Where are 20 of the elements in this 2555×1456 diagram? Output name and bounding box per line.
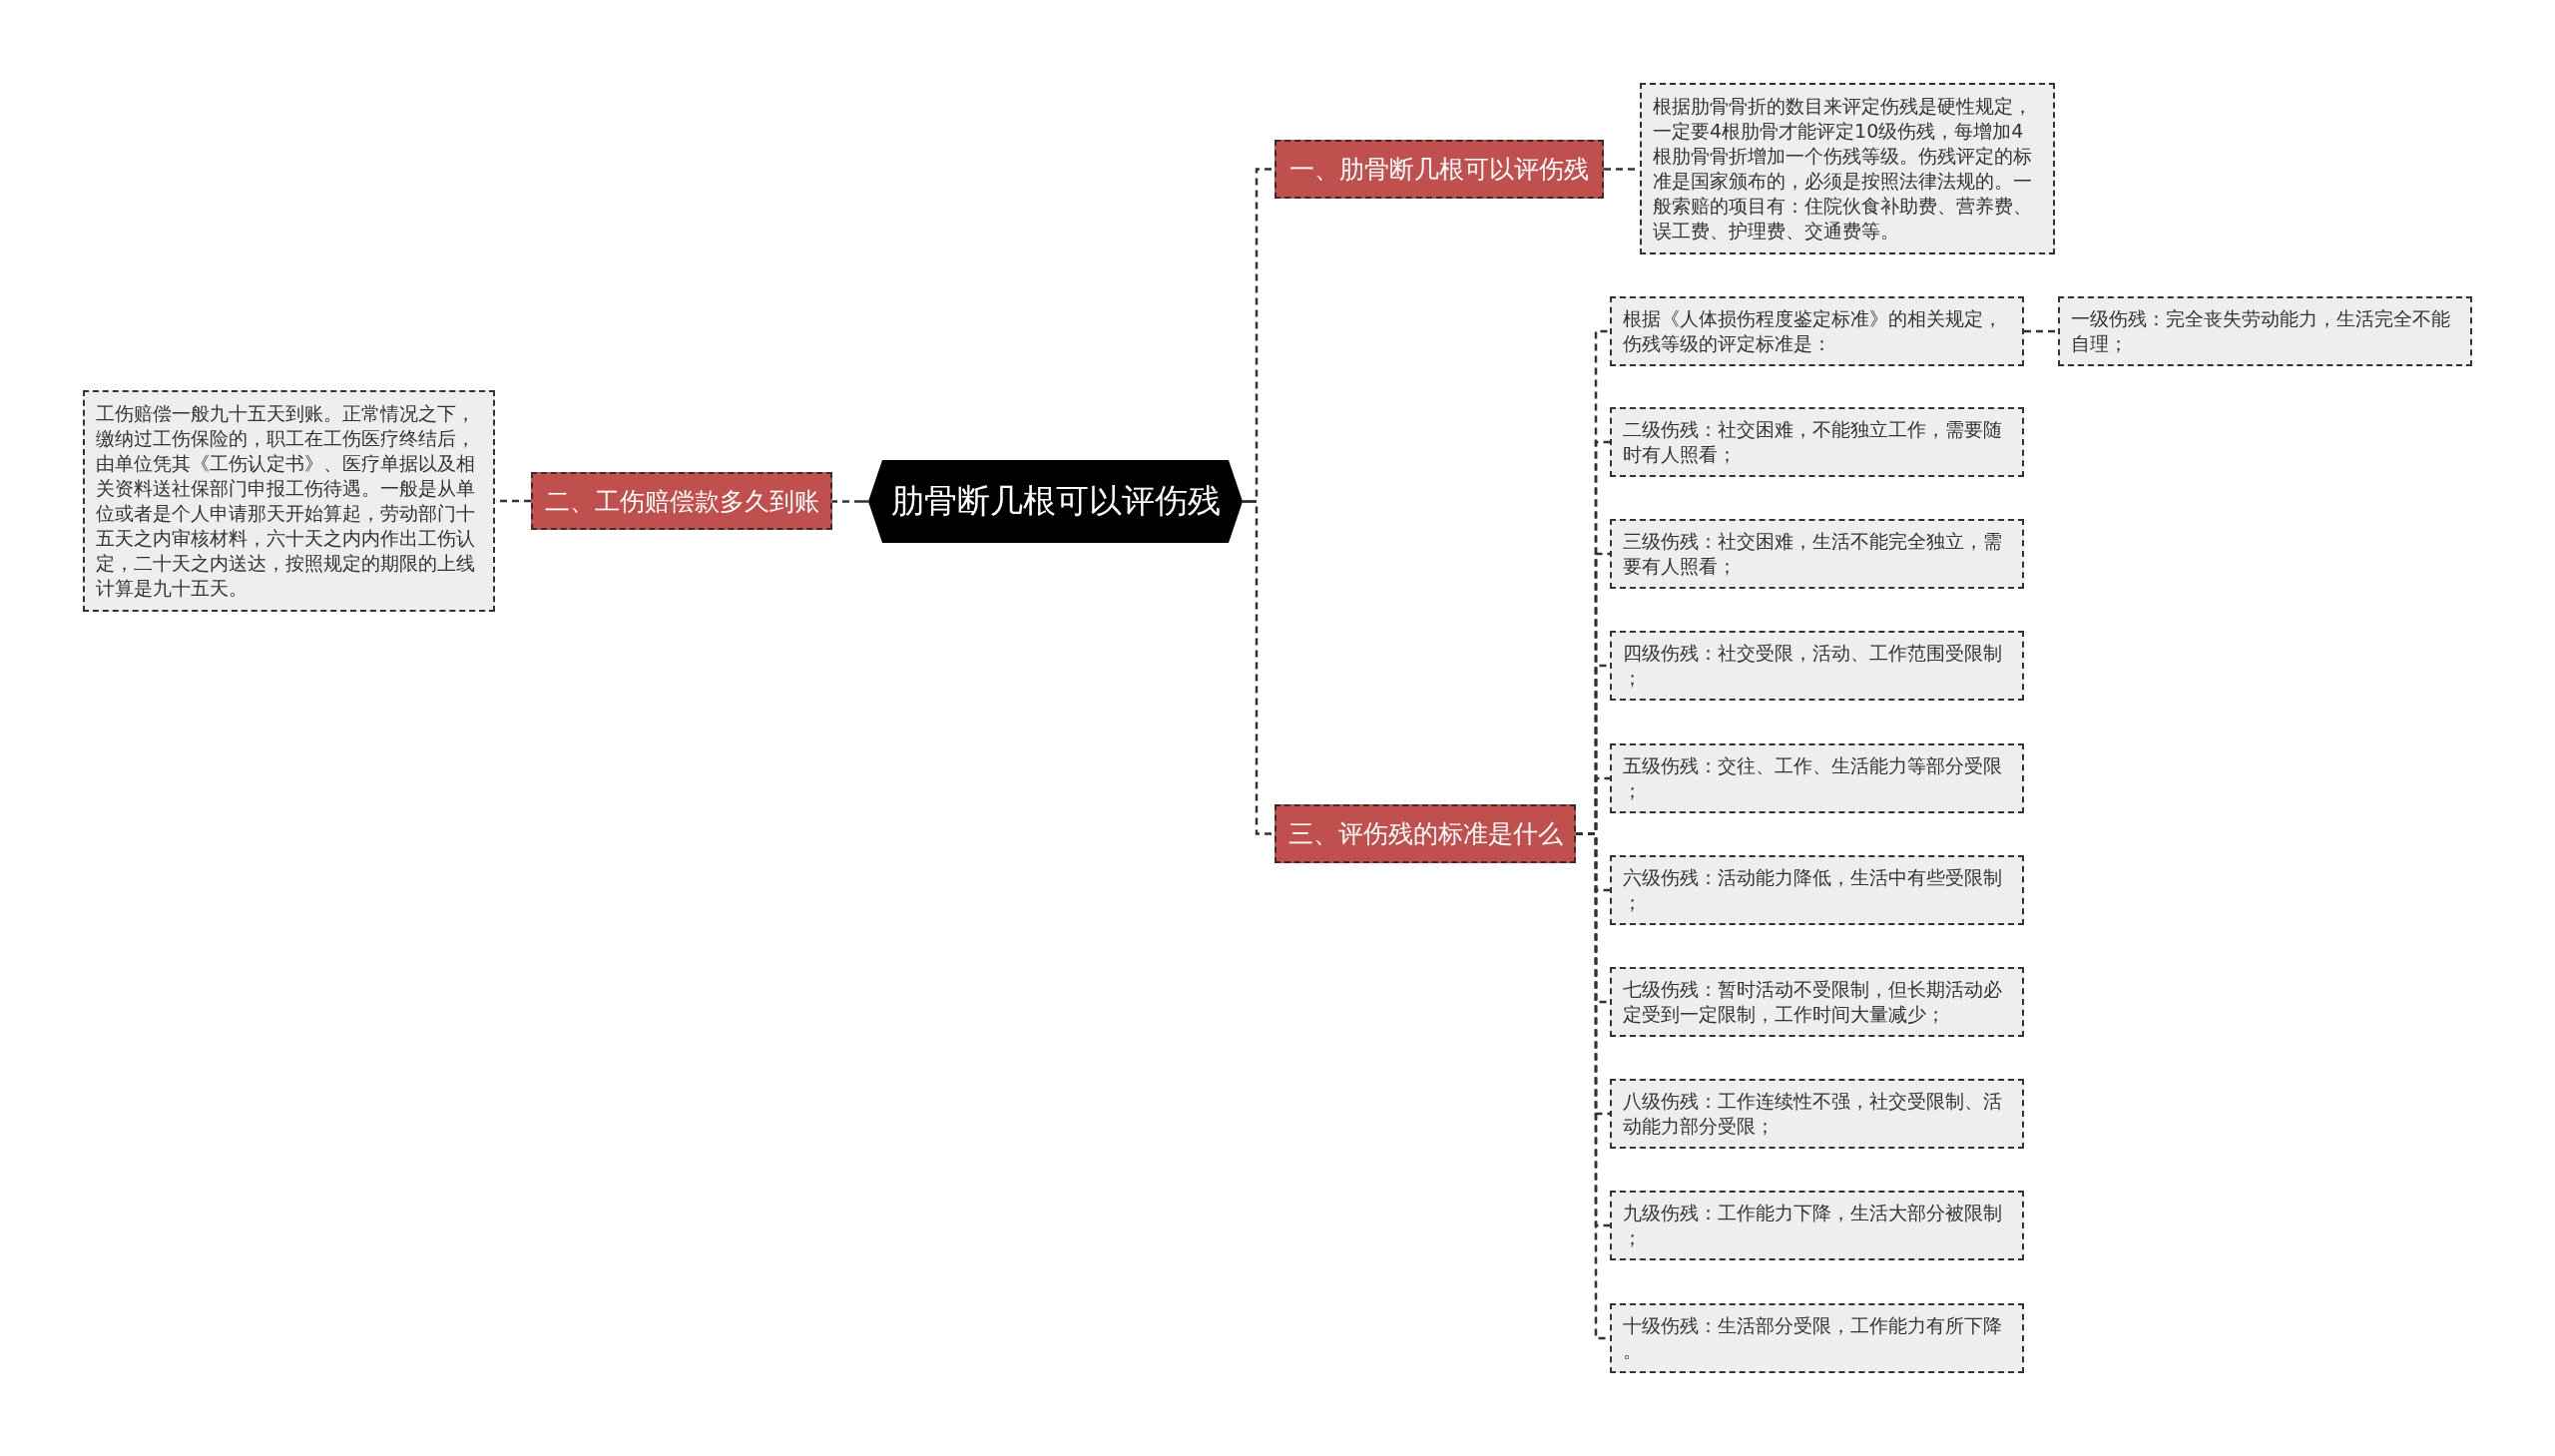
- note-box: 六级伤残：活动能力降低，生活中有些受限制；: [1610, 855, 2024, 925]
- note-box: 工伤赔偿一般九十五天到账。正常情况之下，缴纳过工伤保险的，职工在工伤医疗终结后，由单位凭其《工伤认定书》、医疗单据以及相关资料送社保部门申报工伤待遇。一般是从单位或者是个人申请那天开始算起，劳动部门十五天之内审核材料，六十天之内内作出工伤认定，二十天之内送达，按照规定的期限的上线计算是九十五天。: [83, 390, 495, 612]
- topic-hexagon: 肋骨断几根可以评伤残: [868, 460, 1243, 543]
- topic-box: 二、工伤赔偿款多久到账: [531, 472, 832, 530]
- note-box: 十级伤残：生活部分受限，工作能力有所下降。: [1610, 1303, 2024, 1373]
- note-box: 三级伤残：社交困难，生活不能完全独立，需要有人照看；: [1610, 519, 2024, 589]
- note-box: 七级伤残：暂时活动不受限制，但长期活动必定受到一定限制，工作时间大量减少；: [1610, 967, 2024, 1037]
- note-box: 一级伤残：完全丧失劳动能力，生活完全不能自理；: [2058, 296, 2472, 366]
- note-box: 九级伤残：工作能力下降，生活大部分被限制；: [1610, 1191, 2024, 1260]
- connector-line: [832, 500, 868, 503]
- note-box: 八级伤残：工作连续性不强，社交受限制、活动能力部分受限；: [1610, 1079, 2024, 1149]
- topic-box: 一、肋骨断几根可以评伤残: [1275, 140, 1604, 199]
- note-box: 根据肋骨骨折的数目来评定伤残是硬性规定，一定要4根肋骨才能评定10级伤残，每增加4根肋骨骨折增加一个伤残等级。伤残评定的标准是国家颁布的，必须是按照法律法规的。一般索赔的项目有：住院伙食补助费、营养费、误工费、护理费、交通费等。: [1640, 83, 2055, 254]
- note-box: 根据《人体损伤程度鉴定标准》的相关规定，伤残等级的评定标准是：: [1610, 296, 2024, 366]
- connector-line: [1243, 500, 1275, 835]
- note-box: 四级伤残：社交受限，活动、工作范围受限制；: [1610, 631, 2024, 701]
- connector-line: [2024, 329, 2058, 333]
- note-box: 二级伤残：社交困难，不能独立工作，需要随时有人照看；: [1610, 407, 2024, 477]
- topic-box: 三、评伤残的标准是什么: [1275, 804, 1576, 863]
- note-box: 五级伤残：交往、工作、生活能力等部分受限；: [1610, 743, 2024, 813]
